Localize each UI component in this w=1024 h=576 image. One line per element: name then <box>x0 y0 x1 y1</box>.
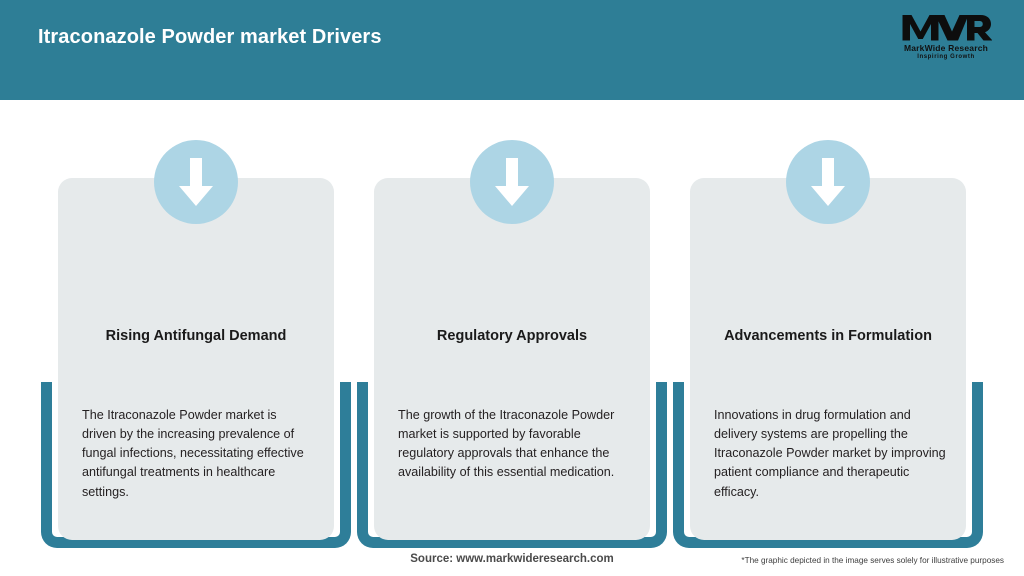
arrow-down-glyph <box>179 158 213 206</box>
mwr-logo-icon <box>902 15 992 41</box>
card-body-text: Innovations in drug formulation and deli… <box>714 408 946 499</box>
arrow-down-icon <box>154 140 238 224</box>
driver-card-1: Rising Antifungal Demand The Itraconazol… <box>38 100 354 548</box>
arrow-down-glyph <box>811 158 845 206</box>
page-title: Itraconazole Powder market Drivers <box>38 26 382 48</box>
drivers-card-list: Rising Antifungal Demand The Itraconazol… <box>0 100 1024 548</box>
disclaimer-note: *The graphic depicted in the image serve… <box>741 556 1004 565</box>
card-panel: Regulatory Approvals The growth of the I… <box>374 178 650 540</box>
logo-tagline: Inspiring Growth <box>917 54 975 60</box>
card-bracket-accent <box>41 382 351 548</box>
arrow-down-icon <box>786 140 870 224</box>
arrow-down-icon <box>470 140 554 224</box>
driver-card-3: Advancements in Formulation Innovations … <box>670 100 986 548</box>
page-header: Itraconazole Powder market Drivers MarkW… <box>0 0 1024 100</box>
arrow-down-glyph <box>495 158 529 206</box>
source-label: Source: www.markwideresearch.com <box>410 553 614 565</box>
card-title: Regulatory Approvals <box>436 328 588 344</box>
card-title: Rising Antifungal Demand <box>105 328 287 344</box>
card-bracket-accent <box>673 382 983 548</box>
card-bracket-accent <box>357 382 667 548</box>
card-panel: Advancements in Formulation Innovations … <box>690 178 966 540</box>
card-body-text: The Itraconazole Powder market is driven… <box>82 408 304 499</box>
brand-logo: MarkWide Research Inspiring Growth <box>888 8 1004 64</box>
logo-company-name: MarkWide Research <box>903 43 989 53</box>
card-title: Advancements in Formulation <box>724 328 932 344</box>
driver-card-2: Regulatory Approvals The growth of the I… <box>354 100 670 548</box>
card-panel: Rising Antifungal Demand The Itraconazol… <box>58 178 334 540</box>
card-body-text: The growth of the Itraconazole Powder ma… <box>398 408 615 480</box>
